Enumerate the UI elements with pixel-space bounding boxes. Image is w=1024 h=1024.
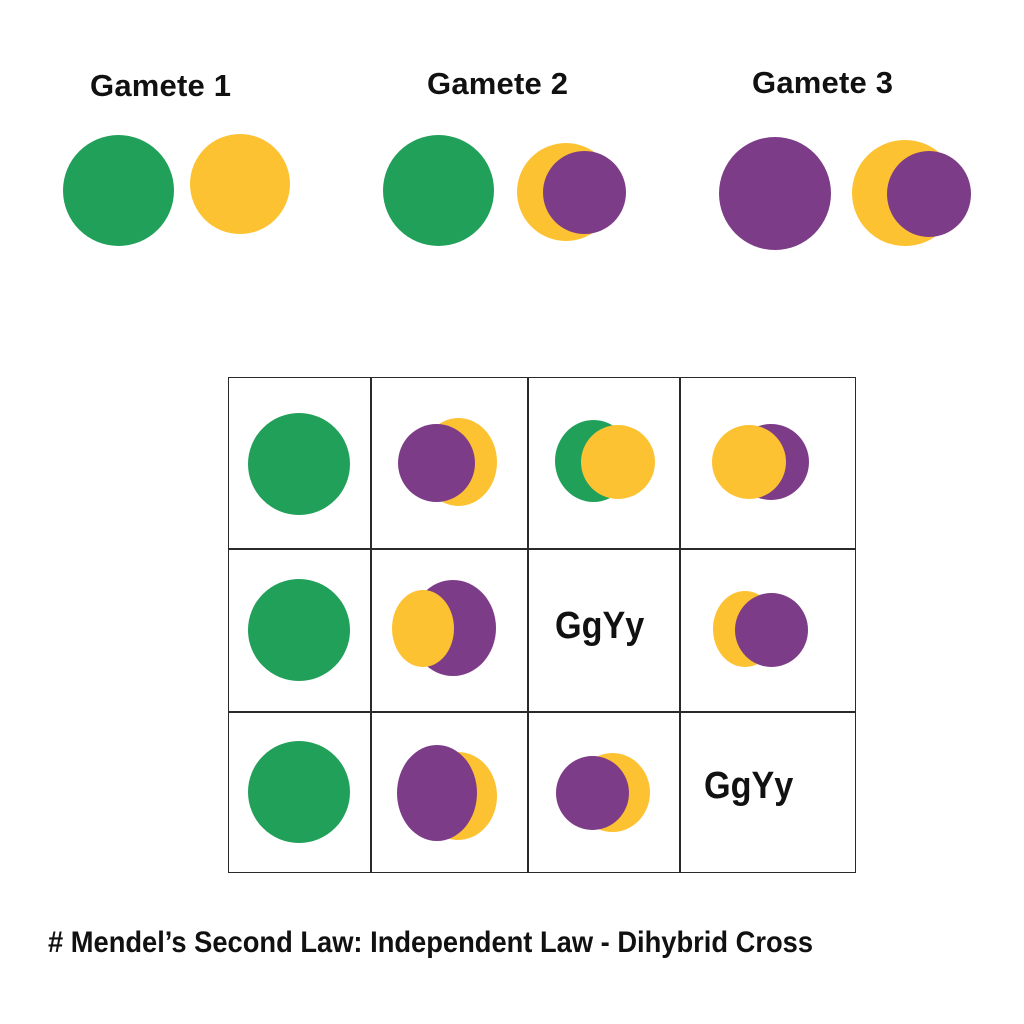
grid-cell-r3c3: [528, 712, 680, 873]
grid-cell-r2c4: [680, 549, 856, 712]
gamete-3-title: Gamete 3: [752, 65, 894, 100]
gamete-1-title: Gamete 1: [90, 68, 232, 103]
grid-cell-r2c3: GgYy: [528, 549, 680, 712]
green-allele-circle-icon: [63, 135, 174, 246]
purple-allele-circle-icon: [735, 593, 808, 667]
genotype-label: GgYy: [555, 605, 645, 647]
yellow-allele-circle-icon: [190, 134, 290, 234]
yellow-allele-circle-icon: [392, 590, 454, 667]
grid-cell-r2c1: [229, 549, 371, 712]
grid-cell-r1c2: [371, 378, 528, 549]
grid-cell-r3c4: GgYy: [680, 712, 856, 873]
purple-allele-circle-icon: [397, 745, 477, 841]
purple-allele-circle-icon: [887, 151, 971, 237]
diagram-caption: # Mendel’s Second Law: Independent Law -…: [48, 926, 814, 959]
grid-cell-r1c3: [528, 378, 680, 549]
grid-cell-r2c2: [371, 549, 528, 712]
grid-cell-r1c4: [680, 378, 856, 549]
grid-divider: [229, 711, 855, 713]
purple-allele-circle-icon: [543, 151, 626, 234]
purple-allele-circle-icon: [556, 756, 629, 830]
grid-divider: [370, 378, 372, 872]
grid-cell-r3c2: [371, 712, 528, 873]
gamete-2-title: Gamete 2: [427, 66, 569, 101]
green-allele-circle-icon: [383, 135, 494, 246]
grid-divider: [679, 378, 681, 872]
purple-allele-circle-icon: [398, 424, 475, 502]
genotype-label: GgYy: [704, 765, 794, 807]
yellow-allele-circle-icon: [712, 425, 786, 499]
yellow-allele-circle-icon: [581, 425, 655, 499]
green-allele-circle-icon: [248, 741, 350, 843]
green-allele-circle-icon: [248, 413, 350, 515]
grid-divider: [229, 548, 855, 550]
purple-allele-circle-icon: [719, 137, 831, 250]
grid-cell-r1c1: [229, 378, 371, 549]
green-allele-circle-icon: [248, 579, 350, 681]
grid-divider: [527, 378, 529, 872]
punnett-square: GgYy GgYy: [228, 377, 856, 873]
grid-cell-r3c1: [229, 712, 371, 873]
